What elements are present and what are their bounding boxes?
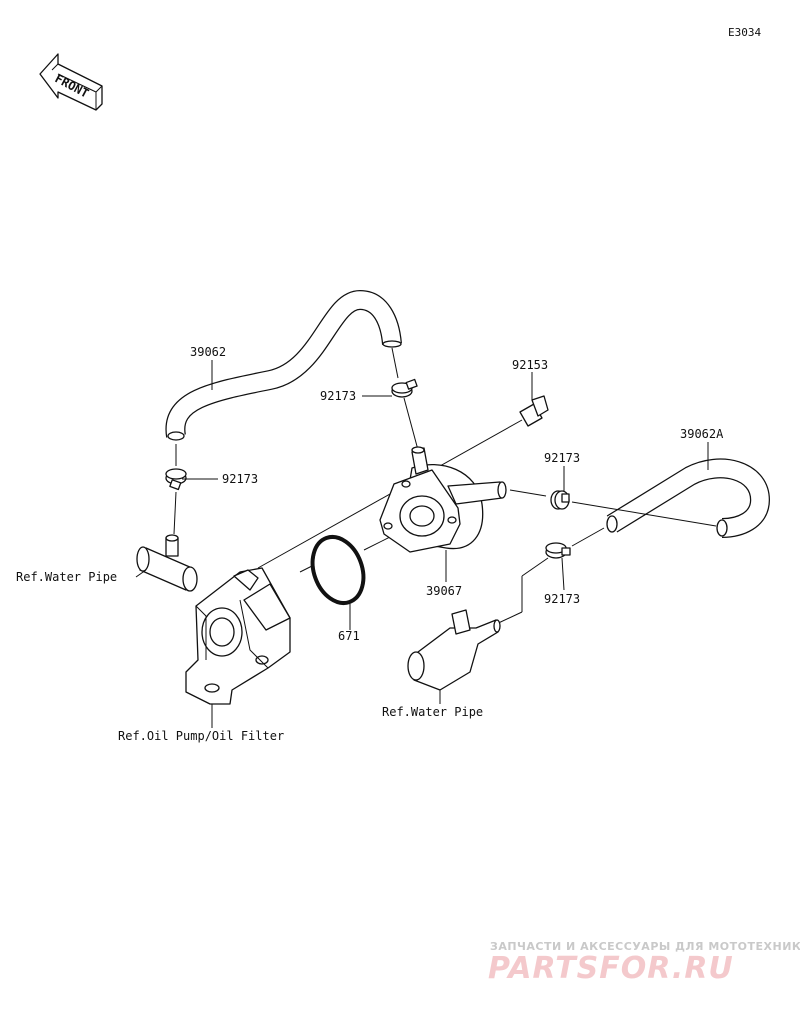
oil-pump-housing bbox=[185, 567, 291, 705]
water-pipe-lower bbox=[407, 609, 501, 691]
o-ring-icon bbox=[310, 535, 366, 605]
front-arrow-icon: FRONT bbox=[39, 53, 103, 111]
part-number-92173-top: 92173 bbox=[320, 389, 356, 403]
watermark-tagline: ЗАПЧАСТИ И АКСЕССУАРЫ ДЛЯ МОТОТЕХНИКИ bbox=[490, 940, 800, 953]
part-number-39062a: 39062A bbox=[680, 427, 724, 441]
part-number-92173-left: 92173 bbox=[222, 472, 258, 486]
clamp-right-upper-icon bbox=[550, 490, 570, 510]
bolt-icon bbox=[519, 395, 549, 427]
clamp-top-icon bbox=[391, 378, 418, 398]
part-number-92153: 92153 bbox=[512, 358, 548, 372]
ref-water-pipe-left: Ref.Water Pipe bbox=[16, 570, 117, 584]
ref-oil-pump-filter: Ref.Oil Pump/Oil Filter bbox=[118, 729, 284, 743]
part-number-92173-right-lower: 92173 bbox=[544, 592, 580, 606]
clamp-upper-left-icon bbox=[165, 468, 187, 491]
water-pipe-left bbox=[136, 534, 198, 592]
part-number-39062: 39062 bbox=[190, 345, 226, 359]
part-number-671: 671 bbox=[338, 629, 360, 643]
part-number-39067: 39067 bbox=[426, 584, 462, 598]
watermark-brand: PARTSFOR.RU bbox=[488, 951, 734, 986]
oil-cooler bbox=[379, 446, 507, 553]
diagram-code: E3034 bbox=[728, 26, 761, 39]
clamp-right-lower-icon bbox=[545, 542, 571, 559]
ref-water-pipe-lower: Ref.Water Pipe bbox=[382, 705, 483, 719]
part-number-92173-right-upper: 92173 bbox=[544, 451, 580, 465]
hose-39062 bbox=[165, 289, 402, 441]
hose-39062a bbox=[606, 458, 771, 538]
